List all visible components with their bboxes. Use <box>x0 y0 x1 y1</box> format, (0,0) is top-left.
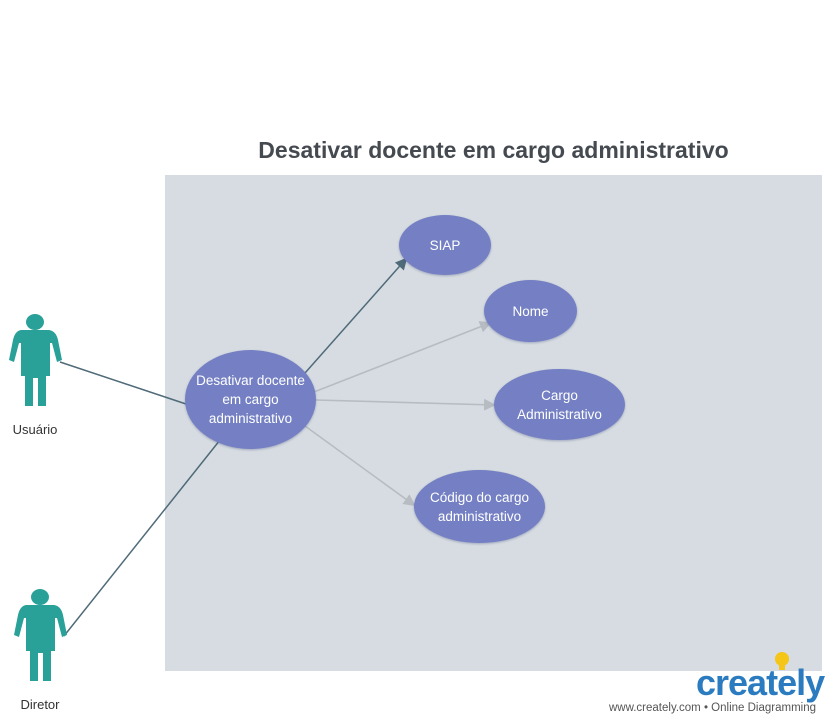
link-main-codigo <box>304 425 416 507</box>
actor-diretor-icon <box>14 589 67 681</box>
footer-text: www.creately.com • Online Diagramming <box>608 702 816 714</box>
diagram-title: Desativar docente em cargo administrativ… <box>258 137 729 163</box>
association-diretor <box>63 439 221 637</box>
actor-diretor-label: Diretor <box>20 697 60 712</box>
use-case-cargo-administrativo[interactable]: Cargo Administrativo <box>494 369 625 440</box>
use-case-main-label: Desativar docente em cargo administrativ… <box>196 373 305 426</box>
actor-usuario-label: Usuário <box>12 422 58 437</box>
use-case-codigo-label: Código do cargo administrativo <box>429 489 530 524</box>
use-case-codigo-cargo[interactable]: Código do cargo administrativo <box>414 470 545 543</box>
link-main-siap <box>304 257 408 374</box>
lightbulb-icon <box>775 652 789 670</box>
use-case-main[interactable]: Desativar docente em cargo administrativ… <box>185 350 316 449</box>
link-main-nome <box>313 321 492 393</box>
use-case-cargo-label: Cargo Administrativo <box>517 387 602 422</box>
use-case-siap[interactable]: SIAP <box>399 215 491 275</box>
association-usuario <box>59 361 187 405</box>
use-case-nome-label: Nome <box>512 303 549 319</box>
link-main-cargo <box>315 398 496 411</box>
creately-logo: creately <box>696 662 825 703</box>
use-case-siap-label: SIAP <box>429 237 461 253</box>
actor-usuario-icon <box>9 314 62 406</box>
use-case-nome[interactable]: Nome <box>484 280 577 342</box>
